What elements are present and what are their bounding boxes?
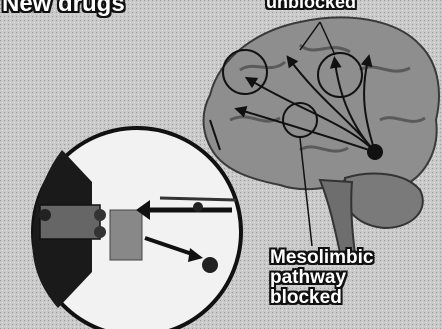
- mesolimbic-label-line: pathway: [270, 268, 373, 288]
- arrow-shaft: [160, 198, 236, 200]
- unblocked-label: unblocked: [266, 0, 356, 11]
- neurotransmitter-ball: [193, 202, 203, 212]
- drug-molecule: [110, 210, 142, 260]
- mesolimbic-label: Mesolimbic pathway blocked: [270, 248, 373, 308]
- diagram-title: New drugs: [2, 0, 125, 16]
- mesolimbic-label-line: Mesolimbic: [270, 248, 373, 268]
- mesolimbic-label-line: blocked: [270, 288, 373, 308]
- pathway-origin: [367, 144, 383, 160]
- receptor-channel: [40, 205, 100, 239]
- receptor-ball: [39, 209, 51, 221]
- receptor-ball: [94, 226, 106, 238]
- receptor-ball: [94, 209, 106, 221]
- neurotransmitter-ball: [202, 257, 218, 273]
